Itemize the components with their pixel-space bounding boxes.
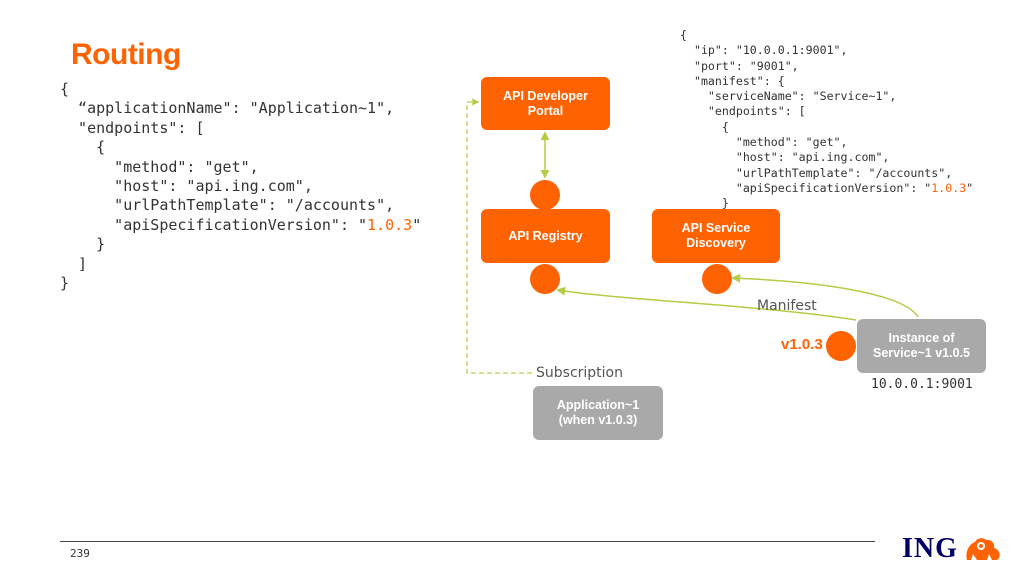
ing-logo-text: ING [902,533,958,564]
code-line: “applicationName": "Application~1", [78,99,395,118]
version-badge: v1.0.3 [781,336,823,353]
instance-code-version-prefix: "apiSpecificationVersion": " [680,180,932,195]
code-line: "host": "api.ing.com", [735,150,890,165]
api-registry-box[interactable]: API Registry [481,209,610,263]
manifest-link-registry [556,286,857,321]
discovery-bottom-node [702,264,732,294]
instance-code-version-suffix: " [966,180,974,195]
code-line: "host": "api.ing.com", [114,177,313,196]
subscription-link [466,98,532,374]
page-title: Routing [71,38,181,71]
code-line: ] [78,254,88,273]
registry-bottom-node [530,264,560,294]
api-developer-portal-label: API Developer Portal [503,88,588,118]
api-service-discovery-label: API Service Discovery [681,221,751,250]
code-line: "ip": "10.0.0.1:9001", [693,43,848,58]
app-code-version-prefix: "apiSpecificationVersion": " [60,215,368,234]
app-code-lines: { “applicationName": "Application~1", "e… [60,80,394,214]
instance-code-closing: } [680,196,729,210]
code-line: { [721,119,729,134]
application-json-code: { “applicationName": "Application~1", "e… [60,80,421,293]
page-number: 239 [70,547,90,560]
application-label: Application~1 (when v1.0.3) [556,398,640,427]
instance-address: 10.0.0.1:9001 [871,377,973,392]
code-line: "endpoints": [ [78,118,205,137]
app-code-version: 1.0.3 [367,215,413,234]
code-line: { [680,28,687,42]
application-box[interactable]: Application~1 (when v1.0.3) [533,386,663,440]
code-line: "urlPathTemplate": "/accounts", [735,165,953,180]
registry-top-node [530,180,560,210]
app-code-closing: } ] } [60,235,105,292]
subscription-label: Subscription [536,365,623,381]
instance-node [826,331,856,361]
manifest-label: Manifest [757,298,817,314]
code-line: "manifest": { [693,73,785,88]
code-line: "port": "9001", [693,58,799,73]
api-service-discovery-box[interactable]: API Service Discovery [652,209,780,263]
code-line: } [96,235,106,254]
code-line: } [680,196,729,211]
lion-icon [966,538,1000,560]
instance-code-version: 1.0.3 [931,180,967,195]
service-instance-box[interactable]: Instance of Service~1 v1.0.5 [857,319,986,373]
code-line: { [60,80,70,98]
instance-code-lines: { "ip": "10.0.0.1:9001", "port": "9001",… [680,28,952,180]
ing-logo: ING [902,533,1005,565]
code-line: } [60,274,70,293]
code-line: "method": "get", [735,135,848,150]
instance-json-code: { "ip": "10.0.0.1:9001", "port": "9001",… [680,28,973,212]
app-code-version-suffix: " [412,215,422,234]
service-instance-label: Instance of Service~1 v1.0.5 [873,331,970,360]
manifest-link-discovery [731,273,919,318]
code-line: "endpoints": [ [707,104,806,119]
code-line: { [96,138,106,157]
code-line: "urlPathTemplate": "/accounts", [114,196,395,215]
api-developer-portal-box[interactable]: API Developer Portal [481,77,610,130]
api-registry-label: API Registry [508,228,583,243]
footer-divider [60,541,875,542]
code-line: "method": "get", [114,157,259,176]
code-line: "serviceName": "Service~1", [707,89,897,104]
